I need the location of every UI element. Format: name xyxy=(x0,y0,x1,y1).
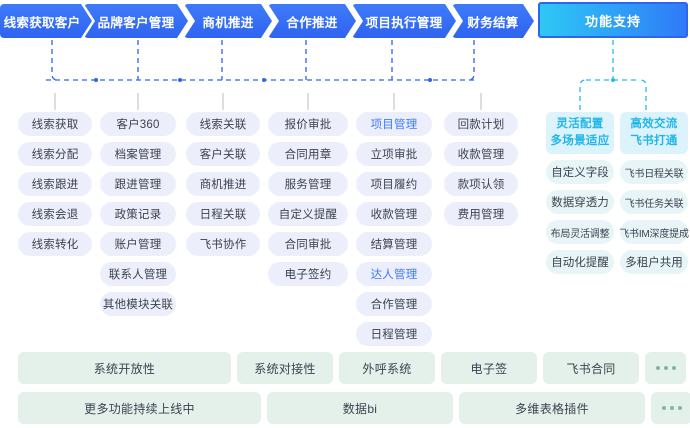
column-opportunity: 线索关联客户关联商机推进日程关联飞书协作 xyxy=(186,112,260,256)
support-column-header[interactable]: 高效交流飞书打通 xyxy=(620,112,688,154)
feature-pill[interactable]: 服务管理 xyxy=(268,172,348,196)
feature-pill[interactable]: 其他模块关联 xyxy=(100,292,176,316)
stage-tab-label: 财务结算 xyxy=(467,15,519,30)
feature-pill[interactable]: 线索获取 xyxy=(18,112,92,136)
stage-tab-4[interactable]: 合作推进 xyxy=(268,4,356,38)
stage-tab-5[interactable]: 项目执行管理 xyxy=(352,4,456,38)
feature-pill[interactable]: 合同审批 xyxy=(268,232,348,256)
stage-tab-label: 线索获取客户 xyxy=(3,15,81,30)
feature-pill[interactable]: 线索会退 xyxy=(18,202,92,226)
stage-tab-label: 品牌客户管理 xyxy=(97,15,175,30)
stage-tab-label: 商机推进 xyxy=(202,15,254,30)
support-column-flexible-config: 灵活配置多场景适应自定义字段数据穿透力布局灵活调整自动化提醒 xyxy=(546,112,614,274)
feature-pill[interactable]: 达人管理 xyxy=(356,262,432,286)
capability-cell[interactable]: 更多功能持续上线中 xyxy=(18,392,261,424)
support-feature-pill[interactable]: 自动化提醒 xyxy=(546,250,614,274)
feature-pill[interactable]: 结算管理 xyxy=(356,232,432,256)
feature-pill[interactable]: 日程关联 xyxy=(186,202,260,226)
feature-pill[interactable]: 档案管理 xyxy=(100,142,176,166)
feature-pill[interactable]: 客户关联 xyxy=(186,142,260,166)
stage-tab-2[interactable]: 品牌客户管理 xyxy=(84,4,188,38)
capability-cell[interactable]: 数据bi xyxy=(267,392,453,424)
support-header-line1: 高效交流 xyxy=(630,118,678,131)
more-options-button[interactable] xyxy=(651,392,690,424)
stage-tab-3[interactable]: 商机推进 xyxy=(184,4,272,38)
column-lead: 线索获取线索分配线索跟进线索会退线索转化 xyxy=(18,112,92,256)
stage-tab-6[interactable]: 财务结算 xyxy=(452,4,534,38)
support-feature-pill[interactable]: 飞书IM深度提成 xyxy=(619,220,689,244)
stage-tab-label: 合作推进 xyxy=(286,15,338,30)
feature-pill[interactable]: 商机推进 xyxy=(186,172,260,196)
feature-pill[interactable]: 收款管理 xyxy=(356,202,432,226)
process-stage-banner: 线索获取客户 品牌客户管理 商机推进 合作推进 项目执行管理 财务结算 xyxy=(0,4,690,40)
support-feature-pill[interactable]: 布局灵活调整 xyxy=(546,220,614,244)
feature-pill[interactable]: 立项审批 xyxy=(356,142,432,166)
column-project: 项目管理立项审批项目履约收款管理结算管理达人管理合作管理日程管理 xyxy=(356,112,432,346)
feature-pill[interactable]: 合作管理 xyxy=(356,292,432,316)
support-header-line1: 灵活配置 xyxy=(556,118,604,131)
capability-cell[interactable]: 外呼系统 xyxy=(339,352,435,384)
support-header-line2: 飞书打通 xyxy=(630,135,678,147)
feature-pill[interactable]: 报价审批 xyxy=(268,112,348,136)
feature-pill[interactable]: 线索关联 xyxy=(186,112,260,136)
bottom-row-openness: 系统开放性系统对接性外呼系统电子签飞书合同 xyxy=(0,352,690,384)
feature-pill[interactable]: 跟进管理 xyxy=(100,172,176,196)
more-options-button[interactable] xyxy=(645,352,686,384)
stage-tab-1[interactable]: 线索获取客户 xyxy=(0,4,92,38)
capability-cell[interactable]: 飞书合同 xyxy=(543,352,639,384)
feature-pill[interactable]: 日程管理 xyxy=(356,322,432,346)
feature-pill[interactable]: 客户360 xyxy=(100,112,176,136)
capability-cell[interactable]: 电子签 xyxy=(441,352,537,384)
feature-pill[interactable]: 联系人管理 xyxy=(100,262,176,286)
capability-cell[interactable]: 多维表格插件 xyxy=(459,392,645,424)
capability-cell[interactable]: 系统开放性 xyxy=(18,352,231,384)
feature-pill[interactable]: 政策记录 xyxy=(100,202,176,226)
feature-pill[interactable]: 款项认领 xyxy=(444,172,518,196)
feature-pill[interactable]: 自定义提醒 xyxy=(268,202,348,226)
feature-pill[interactable]: 线索跟进 xyxy=(18,172,92,196)
feature-pill[interactable]: 合同用章 xyxy=(268,142,348,166)
support-feature-pill[interactable]: 飞书任务关联 xyxy=(620,190,688,214)
support-button-label: 功能支持 xyxy=(584,13,641,29)
feature-pill[interactable]: 电子签约 xyxy=(268,262,348,286)
feature-pill[interactable]: 飞书协作 xyxy=(186,232,260,256)
support-button[interactable]: 功能支持 xyxy=(538,2,688,38)
column-cooperation: 报价审批合同用章服务管理自定义提醒合同审批电子签约 xyxy=(268,112,348,286)
column-customer: 客户360 档案管理跟进管理政策记录账户管理联系人管理其他模块关联 xyxy=(100,112,176,316)
capability-cell[interactable]: 系统对接性 xyxy=(237,352,333,384)
feature-pill[interactable]: 项目管理 xyxy=(356,112,432,136)
column-finance: 回款计划收款管理款项认领费用管理 xyxy=(444,112,518,226)
ellipsis-icon xyxy=(655,366,676,370)
stage-tab-label: 项目执行管理 xyxy=(365,15,443,30)
support-feature-pill[interactable]: 自定义字段 xyxy=(546,160,614,184)
support-feature-pill[interactable]: 飞书日程关联 xyxy=(620,160,688,184)
feature-pill[interactable]: 回款计划 xyxy=(444,112,518,136)
feature-pill[interactable]: 费用管理 xyxy=(444,202,518,226)
feature-pill[interactable]: 线索分配 xyxy=(18,142,92,166)
support-feature-pill[interactable]: 多租户共用 xyxy=(620,250,688,274)
feature-pill[interactable]: 收款管理 xyxy=(444,142,518,166)
support-column-header[interactable]: 灵活配置多场景适应 xyxy=(546,112,614,154)
feature-pill[interactable]: 线索转化 xyxy=(18,232,92,256)
feature-pill[interactable]: 账户管理 xyxy=(100,232,176,256)
support-column-efficient-comm: 高效交流飞书打通飞书日程关联飞书任务关联飞书IM深度提成多租户共用 xyxy=(619,112,689,274)
support-header-line2: 多场景适应 xyxy=(550,135,610,147)
feature-pill[interactable]: 项目履约 xyxy=(356,172,432,196)
support-feature-pill[interactable]: 数据穿透力 xyxy=(546,190,614,214)
ellipsis-icon xyxy=(661,406,682,410)
